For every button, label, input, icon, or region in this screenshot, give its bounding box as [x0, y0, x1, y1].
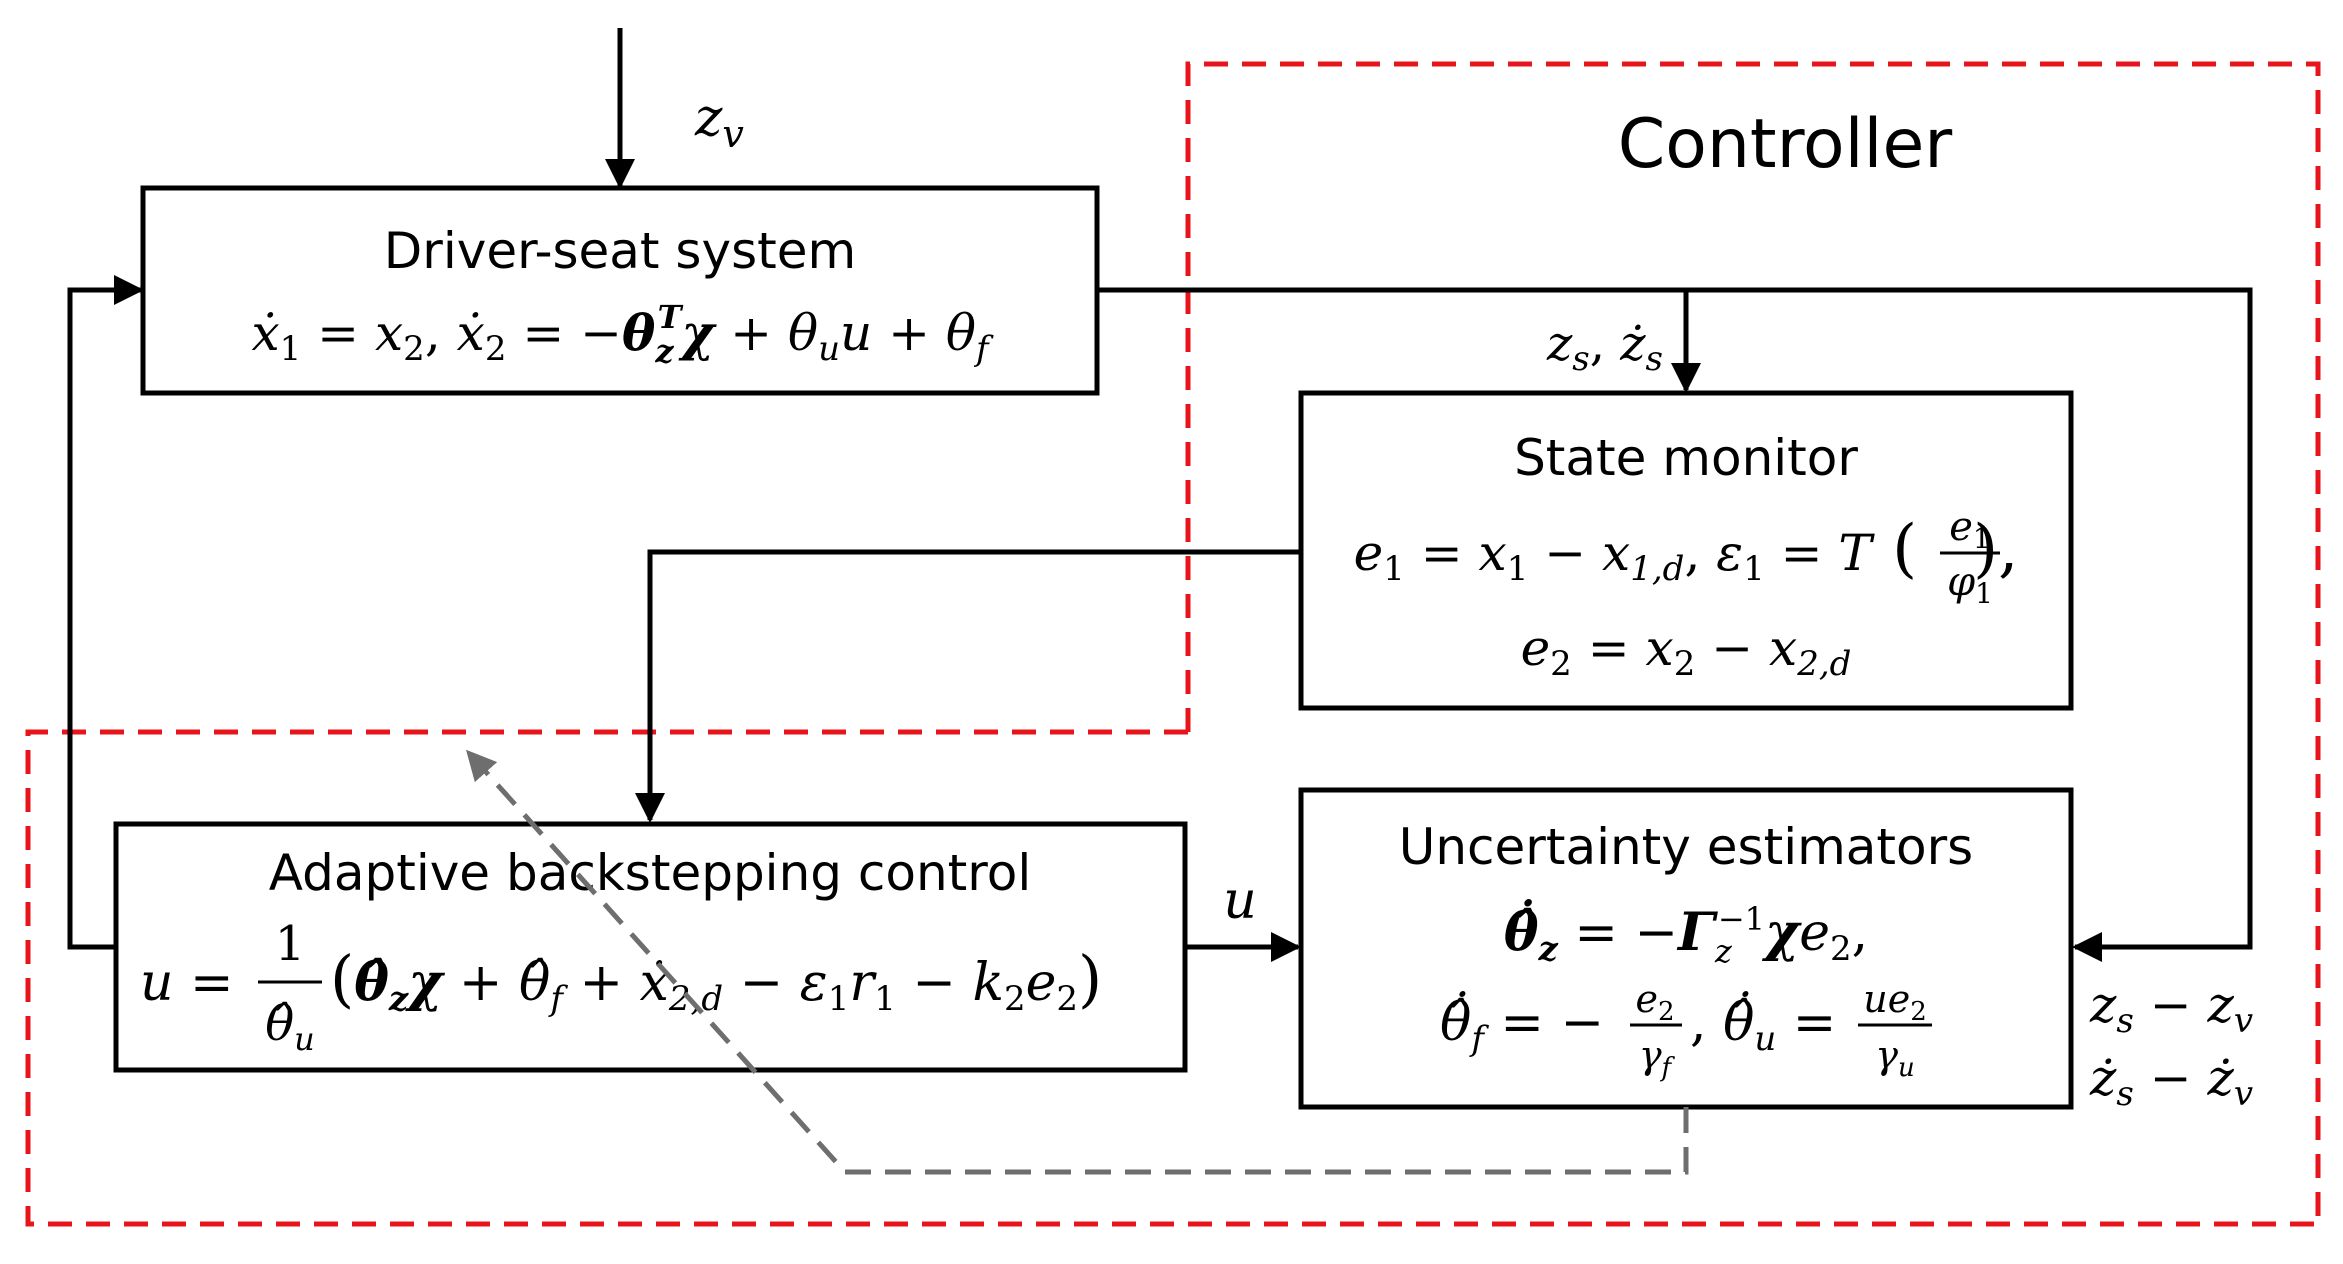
state-monitor-equation-2: e2 = x2 − x2,d: [1521, 619, 1852, 684]
input-signal-label: zv: [694, 88, 744, 156]
control-law-rhs: (θ̂zχ + θ̂f + ẋ2,d − ε1r1 − k2e2): [330, 942, 1102, 1019]
controller-border-upper: [1185, 61, 2321, 1224]
control-law-frac-den: θ̂u: [265, 996, 315, 1058]
state-monitor-input-label: zs, żs: [1546, 316, 1663, 379]
driver-seat-equation: ẋ1 = x2, ẋ2 = −θzTχ + θuu + θf: [251, 298, 994, 370]
estimator-frac2-num: ue2: [1863, 977, 1927, 1027]
estimator-equation-2b: , θ̂̇u =: [1690, 991, 1836, 1059]
uncertainty-estimators-title: Uncertainty estimators: [1399, 818, 1973, 876]
state-monitor-output-line: [635, 549, 1301, 823]
estimator-frac1-num: e2: [1635, 977, 1674, 1027]
state-monitor-title: State monitor: [1514, 429, 1858, 487]
estimator-frac2-den: γu: [1875, 1033, 1914, 1083]
state-monitor-fraction-num: e1: [1949, 504, 1991, 555]
error-signal-label-1: zs − zv: [2089, 976, 2253, 1041]
estimator-feedback-dashed-line: [465, 749, 1689, 1175]
state-monitor-equation-1: e1 = x1 − x1,d, ε1 = T (),: [1354, 512, 2019, 589]
adaptive-control-feedback-line: [67, 275, 144, 950]
control-law-frac-num: 1: [275, 916, 306, 972]
state-monitor-fraction-den: φ1: [1947, 559, 1993, 610]
control-signal-label: u: [1223, 871, 1257, 931]
control-law-lhs: u =: [140, 953, 234, 1013]
estimator-frac1-den: γf: [1639, 1033, 1676, 1083]
driver-seat-output-line: [1097, 287, 2253, 962]
adaptive-control-title: Adaptive backstepping control: [269, 844, 1031, 902]
driver-seat-title: Driver-seat system: [384, 222, 856, 280]
estimator-equation-2a: θ̂̇f = −: [1440, 991, 1604, 1059]
controller-border-lower: [25, 729, 2318, 1227]
estimator-equation-1: θ̂̇z = −Γz−1χe2,: [1504, 899, 1868, 970]
controller-title: Controller: [1618, 105, 1953, 184]
error-signal-label-2: żs − żv: [2089, 1049, 2253, 1114]
